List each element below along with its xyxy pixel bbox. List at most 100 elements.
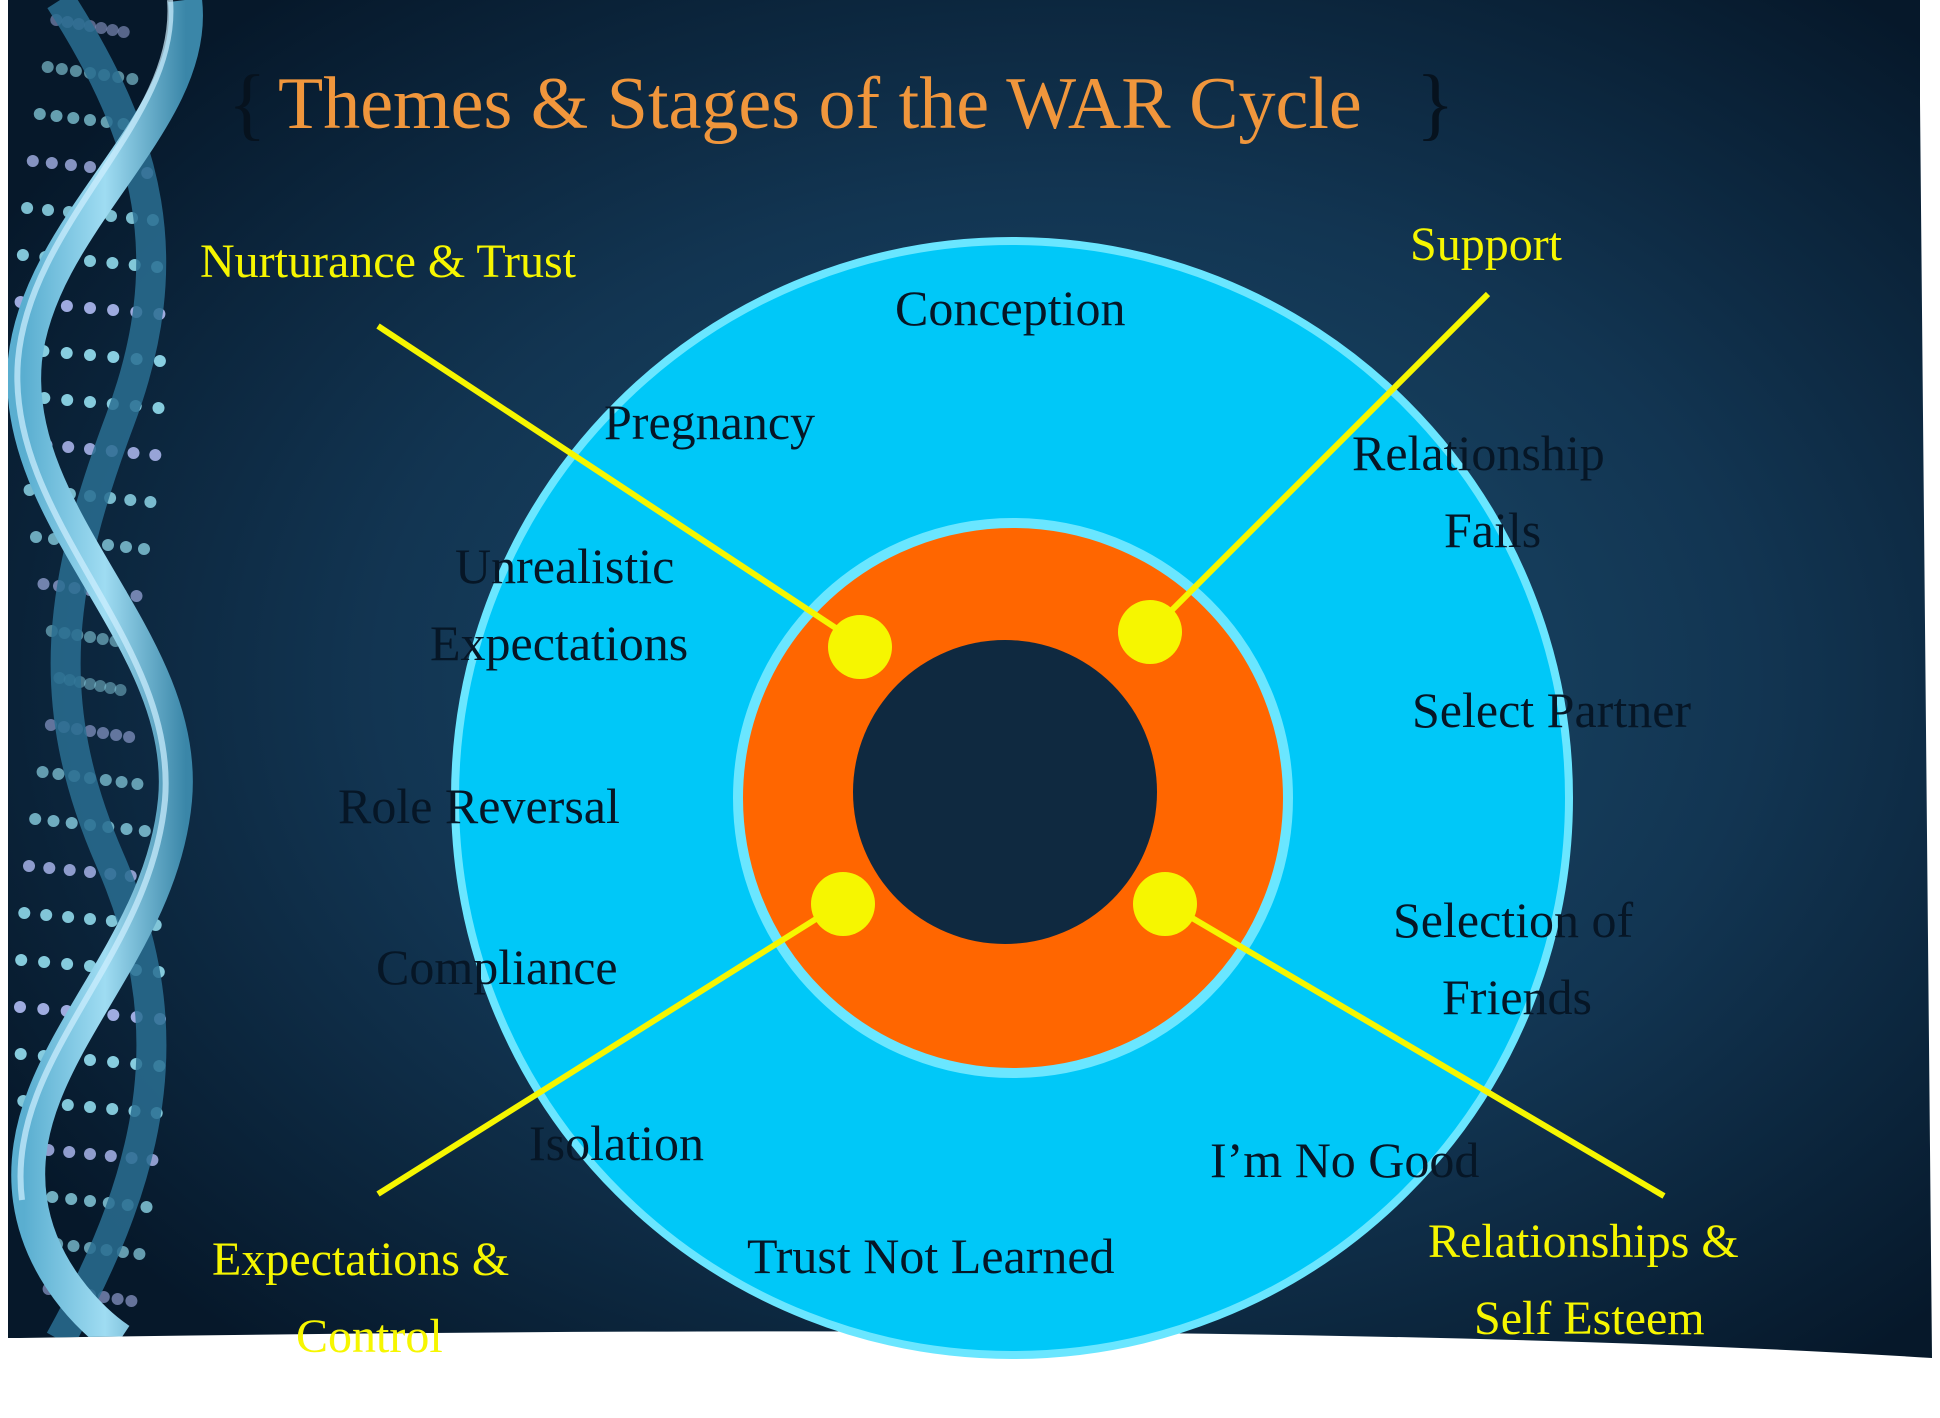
stage-relationship-fails-line1: Relationship bbox=[1352, 425, 1605, 481]
stage-compliance: Compliance bbox=[376, 939, 618, 995]
dna-rung-bead bbox=[61, 958, 74, 970]
stage-isolation: Isolation bbox=[529, 1115, 704, 1171]
dna-rung-bead bbox=[26, 155, 39, 167]
dna-rung-bead bbox=[33, 108, 46, 120]
dna-rung-bead bbox=[123, 731, 136, 743]
dna-rung-bead bbox=[84, 678, 96, 690]
stage-selection-of-friends-line1: Selection of bbox=[1393, 892, 1634, 948]
dna-rung-bead bbox=[110, 729, 123, 741]
connector-line-expectations bbox=[376, 899, 845, 1197]
dna-rung-bead bbox=[107, 1056, 120, 1068]
dna-rung-bead bbox=[131, 778, 144, 790]
dna-rung-bead bbox=[18, 907, 31, 919]
marker-expectations bbox=[811, 872, 875, 936]
dna-rung-bead bbox=[152, 402, 165, 414]
dna-rung-bead bbox=[38, 956, 51, 968]
dna-rung-bead bbox=[138, 825, 151, 837]
center-hole bbox=[853, 640, 1157, 944]
dna-rung-bead bbox=[62, 441, 75, 453]
dna-rung-bead bbox=[138, 543, 150, 555]
dna-strand-back bbox=[46, 0, 167, 1348]
dna-rung-bead bbox=[46, 1191, 59, 1203]
dna-strand-front bbox=[8, 0, 203, 1355]
dna-rung-bead bbox=[140, 1201, 153, 1213]
slide-title: Themes & Stages of the WAR Cycle bbox=[278, 63, 1362, 145]
dna-rung-bead bbox=[84, 1195, 96, 1207]
dna-rung-bead bbox=[60, 300, 73, 312]
dna-rung-bead bbox=[61, 1099, 74, 1111]
dna-rung-bead bbox=[106, 1103, 119, 1115]
dna-rung-bead bbox=[61, 394, 74, 406]
dna-rung-bead bbox=[104, 1150, 117, 1162]
stage-selection-of-friends-line2: Friends bbox=[1442, 969, 1592, 1025]
dna-rung-bead bbox=[133, 1248, 146, 1260]
dna-rung-bead bbox=[99, 774, 112, 786]
marker-support bbox=[1118, 600, 1182, 664]
marker-relationships bbox=[1133, 872, 1197, 936]
dna-rung-bead bbox=[104, 682, 117, 694]
dna-rung-bead bbox=[84, 631, 96, 643]
theme-nurturance-trust: Nurturance & Trust bbox=[200, 235, 577, 288]
theme-relationships-self-esteem-line2: Self Esteem bbox=[1474, 1292, 1705, 1345]
dna-rung-bead bbox=[65, 1193, 78, 1205]
dna-rung-bead bbox=[84, 1054, 96, 1066]
dna-rung-bead bbox=[107, 1009, 120, 1021]
dna-rung-bead bbox=[84, 302, 96, 314]
dna-rung-bead bbox=[44, 719, 57, 731]
dna-rung-bead bbox=[14, 1048, 27, 1060]
dna-rung-bead bbox=[84, 913, 96, 925]
dna-rung-bead bbox=[47, 815, 60, 827]
dna-rung-bead bbox=[21, 202, 34, 214]
dna-rung-bead bbox=[64, 159, 77, 171]
dna-rung-bead bbox=[36, 766, 49, 778]
stage-role-reversal: Role Reversal bbox=[338, 778, 620, 834]
connector-line-nurturance bbox=[376, 323, 862, 647]
dna-rung-bead bbox=[16, 249, 29, 261]
dna-rung-bead bbox=[37, 1003, 50, 1015]
dna-rung-bead bbox=[41, 61, 54, 73]
dna-rung-bead bbox=[114, 684, 127, 696]
dna-rung-bead bbox=[124, 494, 137, 506]
dna-rung-bead bbox=[84, 349, 96, 361]
dna-rung-bead bbox=[84, 114, 96, 126]
dna-rung-bead bbox=[115, 776, 128, 788]
dna-rung-bead bbox=[45, 157, 58, 169]
dna-rung-bead bbox=[107, 351, 120, 363]
dna-rung-bead bbox=[42, 204, 54, 216]
dna-rung-bead bbox=[125, 1295, 138, 1307]
connector-line-relationships bbox=[1163, 899, 1666, 1199]
stage-unrealistic-expectations-line1: Unrealistic bbox=[455, 538, 674, 594]
dna-rung-bead bbox=[153, 355, 166, 367]
dna-rung-bead bbox=[84, 866, 96, 878]
title-close-brace: } bbox=[1416, 60, 1454, 148]
theme-relationships-self-esteem-line1: Relationships & bbox=[1428, 1215, 1739, 1268]
dna-rung-bead bbox=[120, 823, 133, 835]
dna-rung-bead bbox=[14, 1001, 26, 1013]
dna-rung-bead bbox=[106, 257, 119, 269]
theme-expectations-control-line1: Expectations & bbox=[212, 1233, 509, 1286]
dna-rung-bead bbox=[52, 768, 65, 780]
dna-rung-bead bbox=[84, 396, 96, 408]
dna-rung-bead bbox=[102, 539, 114, 551]
dna-rung-bead bbox=[30, 531, 42, 543]
stage-select-partner: Select Partner bbox=[1412, 682, 1691, 738]
dna-rung-bead bbox=[96, 633, 109, 645]
stage-relationship-fails-line2: Fails bbox=[1444, 502, 1541, 558]
dna-rung-bead bbox=[62, 911, 75, 923]
stage-trust-not-learned: Trust Not Learned bbox=[747, 1228, 1115, 1284]
dna-rung-bead bbox=[111, 1293, 124, 1305]
dna-rung-bead bbox=[130, 590, 143, 602]
dna-rung-bead bbox=[149, 449, 162, 461]
marker-nurturance bbox=[828, 615, 892, 679]
dna-rung-bead bbox=[69, 65, 82, 77]
dna-rung-bead bbox=[55, 63, 68, 75]
dna-rung-bead bbox=[63, 1146, 76, 1158]
dna-rung-bead bbox=[65, 817, 78, 829]
dna-rung-bead bbox=[97, 727, 109, 739]
dna-rung-bead bbox=[84, 161, 96, 173]
dna-rung-bead bbox=[84, 725, 96, 737]
dna-rung-bead bbox=[84, 1148, 96, 1160]
stage-conception: Conception bbox=[895, 280, 1126, 336]
dna-helix-graphic bbox=[8, 0, 203, 1355]
